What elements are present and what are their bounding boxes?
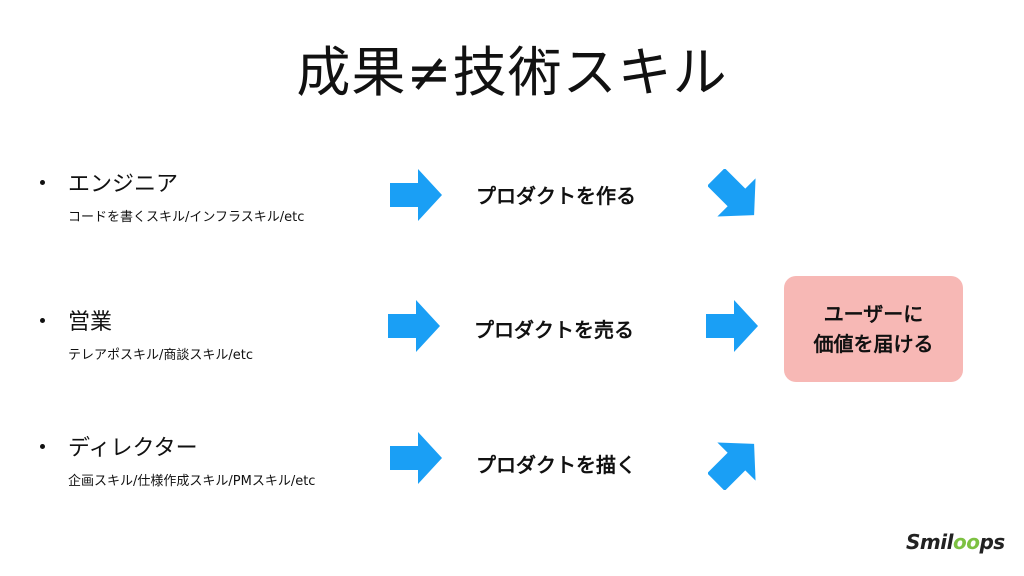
up-right-arrow-icon (708, 442, 756, 490)
bullet-dot (40, 444, 45, 449)
bullet-dot (40, 180, 45, 185)
role-label: エンジニア (68, 172, 179, 197)
right-arrow-icon (706, 300, 758, 352)
logo-text-oo: oo (952, 530, 980, 554)
skills-label: 企画スキル/仕様作成スキル/PMスキル/etc (68, 474, 316, 489)
right-arrow-icon (390, 432, 442, 484)
goal-line-2: 価値を届ける (813, 332, 934, 356)
slide-title: 成果≠技術スキル (296, 41, 728, 104)
action-label: プロダクトを作る (476, 184, 636, 208)
action-label: プロダクトを売る (474, 318, 634, 342)
bullet-dot (40, 318, 45, 323)
role-label: 営業 (68, 310, 113, 335)
right-arrow-icon (390, 169, 442, 221)
logo-text-start: Smil (906, 530, 953, 554)
goal-line-1: ユーザーに (823, 302, 924, 326)
logo-text-end: ps (979, 530, 1005, 554)
skills-label: コードを書くスキル/インフラスキル/etc (68, 210, 305, 225)
brand-logo: Smiloops (906, 530, 1005, 554)
down-right-arrow-icon (708, 169, 756, 217)
role-label: ディレクター (68, 436, 198, 461)
right-arrow-icon (388, 300, 440, 352)
skills-label: テレアポスキル/商談スキル/etc (68, 348, 254, 363)
action-label: プロダクトを描く (476, 453, 636, 477)
goal-box: ユーザーに 価値を届ける (784, 276, 963, 382)
